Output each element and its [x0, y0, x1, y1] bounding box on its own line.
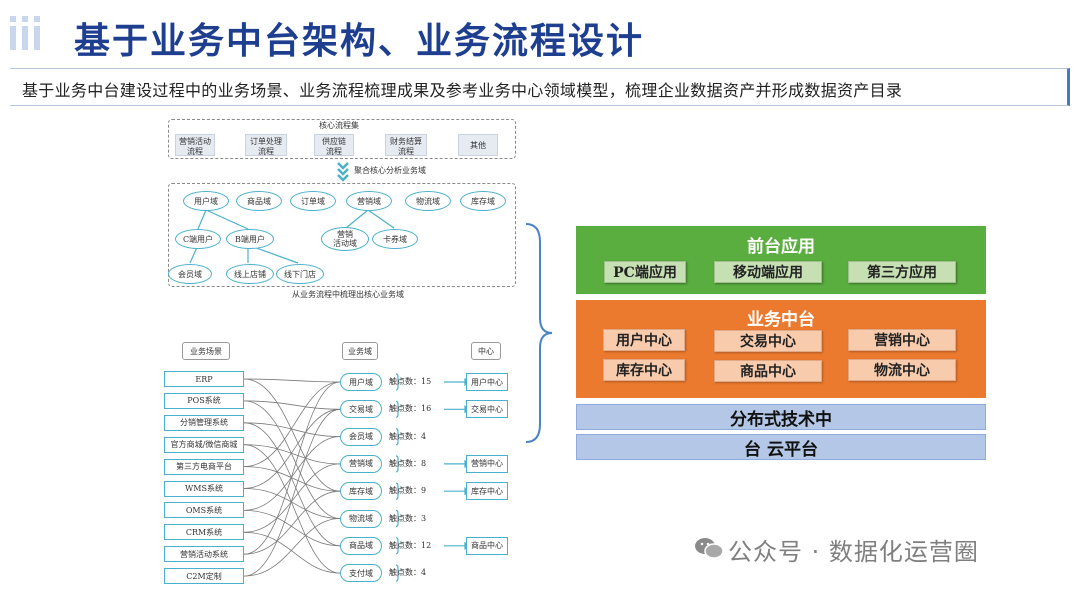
column-header: 业务域 [342, 342, 378, 360]
domain-oval: 物流域 [405, 191, 451, 211]
front-layer-title: 前台应用 [747, 237, 815, 257]
scene-box: ERP [164, 371, 244, 387]
pc-app-box: PC端应用 [604, 261, 686, 283]
mobile-app-box: 移动端应用 [714, 261, 822, 283]
scene-box: C2M定制 [164, 568, 244, 585]
logistics-center-box: 物流中心 [848, 359, 956, 381]
domain-oval: 商品域 [236, 191, 282, 211]
leaf-domain-oval: 线下门店 [276, 264, 324, 284]
scene-box: 官方商城/微信商城 [164, 436, 244, 453]
scene-box: CRM系统 [164, 524, 244, 541]
process-box: 营销活动 流程 [175, 134, 215, 156]
domain-oval: 订单域 [290, 191, 336, 211]
product-center-box: 商品中心 [714, 360, 822, 382]
center-box: 商品中心 [466, 536, 508, 555]
third-party-app-box: 第三方应用 [848, 261, 956, 283]
process-box: 订单处理 流程 [245, 134, 287, 156]
scene-box: OMS系统 [164, 502, 244, 519]
marketing-center-box: 营销中心 [848, 329, 956, 351]
domain-group [168, 183, 516, 287]
domain-oval: 营销域 [346, 191, 392, 211]
center-box: 营销中心 [466, 454, 508, 473]
sub-domain-oval: 卡券域 [372, 229, 418, 249]
subtitle-frame [10, 68, 1070, 106]
cloud-layer: 台 云平台 [576, 434, 986, 460]
domain-pill: 物流域 [340, 509, 382, 528]
domain-pill: 营销域 [340, 454, 382, 473]
touchpoint-count: 触点数：8 [389, 458, 427, 468]
scene-domain-connectors [243, 373, 472, 582]
process-box: 财务结算 流程 [385, 134, 427, 156]
scene-box: 第三方电商平台 [164, 458, 244, 475]
center-box: 交易中心 [466, 400, 508, 419]
domain-pill: 库存域 [340, 482, 382, 501]
sub-domain-oval: B端用户 [226, 229, 274, 249]
chevron-down-icon [337, 162, 349, 182]
center-box: 库存中心 [466, 482, 508, 501]
aggregate-label: 聚合核心分析业务域 [354, 166, 426, 175]
core-process-group [168, 119, 516, 159]
header-decoration-icon [10, 16, 40, 50]
sub-domain-oval: C端用户 [175, 229, 221, 249]
domain-oval: 用户域 [183, 191, 229, 211]
scene-box: POS系统 [164, 392, 244, 409]
domain-pill: 交易域 [340, 400, 382, 419]
watermark-text: 公众号 · 数据化运营圈 [728, 538, 979, 566]
column-header: 中心 [471, 342, 501, 360]
domain-oval: 库存域 [460, 191, 506, 211]
page-subtitle: 基于业务中台建设过程中的业务场景、业务流程梳理成果及参考业务中心领域模型，梳理企… [22, 81, 903, 100]
trade-center-box: 交易中心 [714, 330, 822, 352]
domain-pill: 用户域 [340, 373, 382, 391]
wechat-icon [695, 538, 724, 559]
domain-pill: 支付域 [340, 564, 382, 583]
domain-pill: 商品域 [340, 536, 382, 555]
sub-domain-oval: 营销 活动域 [321, 227, 369, 251]
touchpoint-count: 触点数：4 [389, 568, 427, 578]
domain-pill: 会员域 [340, 427, 382, 446]
scene-box: 营销活动系统 [164, 546, 244, 563]
core-process-title: 核心流程集 [319, 121, 359, 130]
leaf-domain-oval: 线上店铺 [226, 264, 274, 284]
user-center-box: 用户中心 [603, 329, 685, 351]
middle-layer-title: 业务中台 [747, 310, 815, 330]
page-title: 基于业务中台架构、业务流程设计 [74, 20, 645, 62]
touchpoint-count: 触点数：4 [389, 431, 427, 441]
tech-layer: 分布式技术中 [576, 404, 986, 430]
bracket-icon [525, 223, 553, 443]
leaf-domain-oval: 会员域 [168, 264, 212, 284]
front-layer: 前台应用 [576, 226, 986, 294]
inventory-center-box: 库存中心 [603, 359, 685, 381]
scene-box: WMS系统 [164, 480, 244, 497]
process-box: 供应链 流程 [314, 134, 354, 156]
touchpoint-count: 触点数：9 [389, 486, 427, 496]
process-box: 其他 [458, 134, 498, 156]
touchpoint-count: 触点数：12 [389, 540, 432, 550]
column-header: 业务场景 [182, 342, 230, 360]
scene-box: 分销管理系统 [164, 414, 244, 431]
center-box: 用户中心 [466, 373, 508, 391]
touchpoint-count: 触点数：16 [389, 404, 432, 414]
touchpoint-count: 触点数：15 [389, 377, 432, 386]
diagram-caption: 从业务流程中梳理出核心业务域 [292, 290, 404, 299]
touchpoint-count: 触点数：3 [389, 513, 427, 523]
